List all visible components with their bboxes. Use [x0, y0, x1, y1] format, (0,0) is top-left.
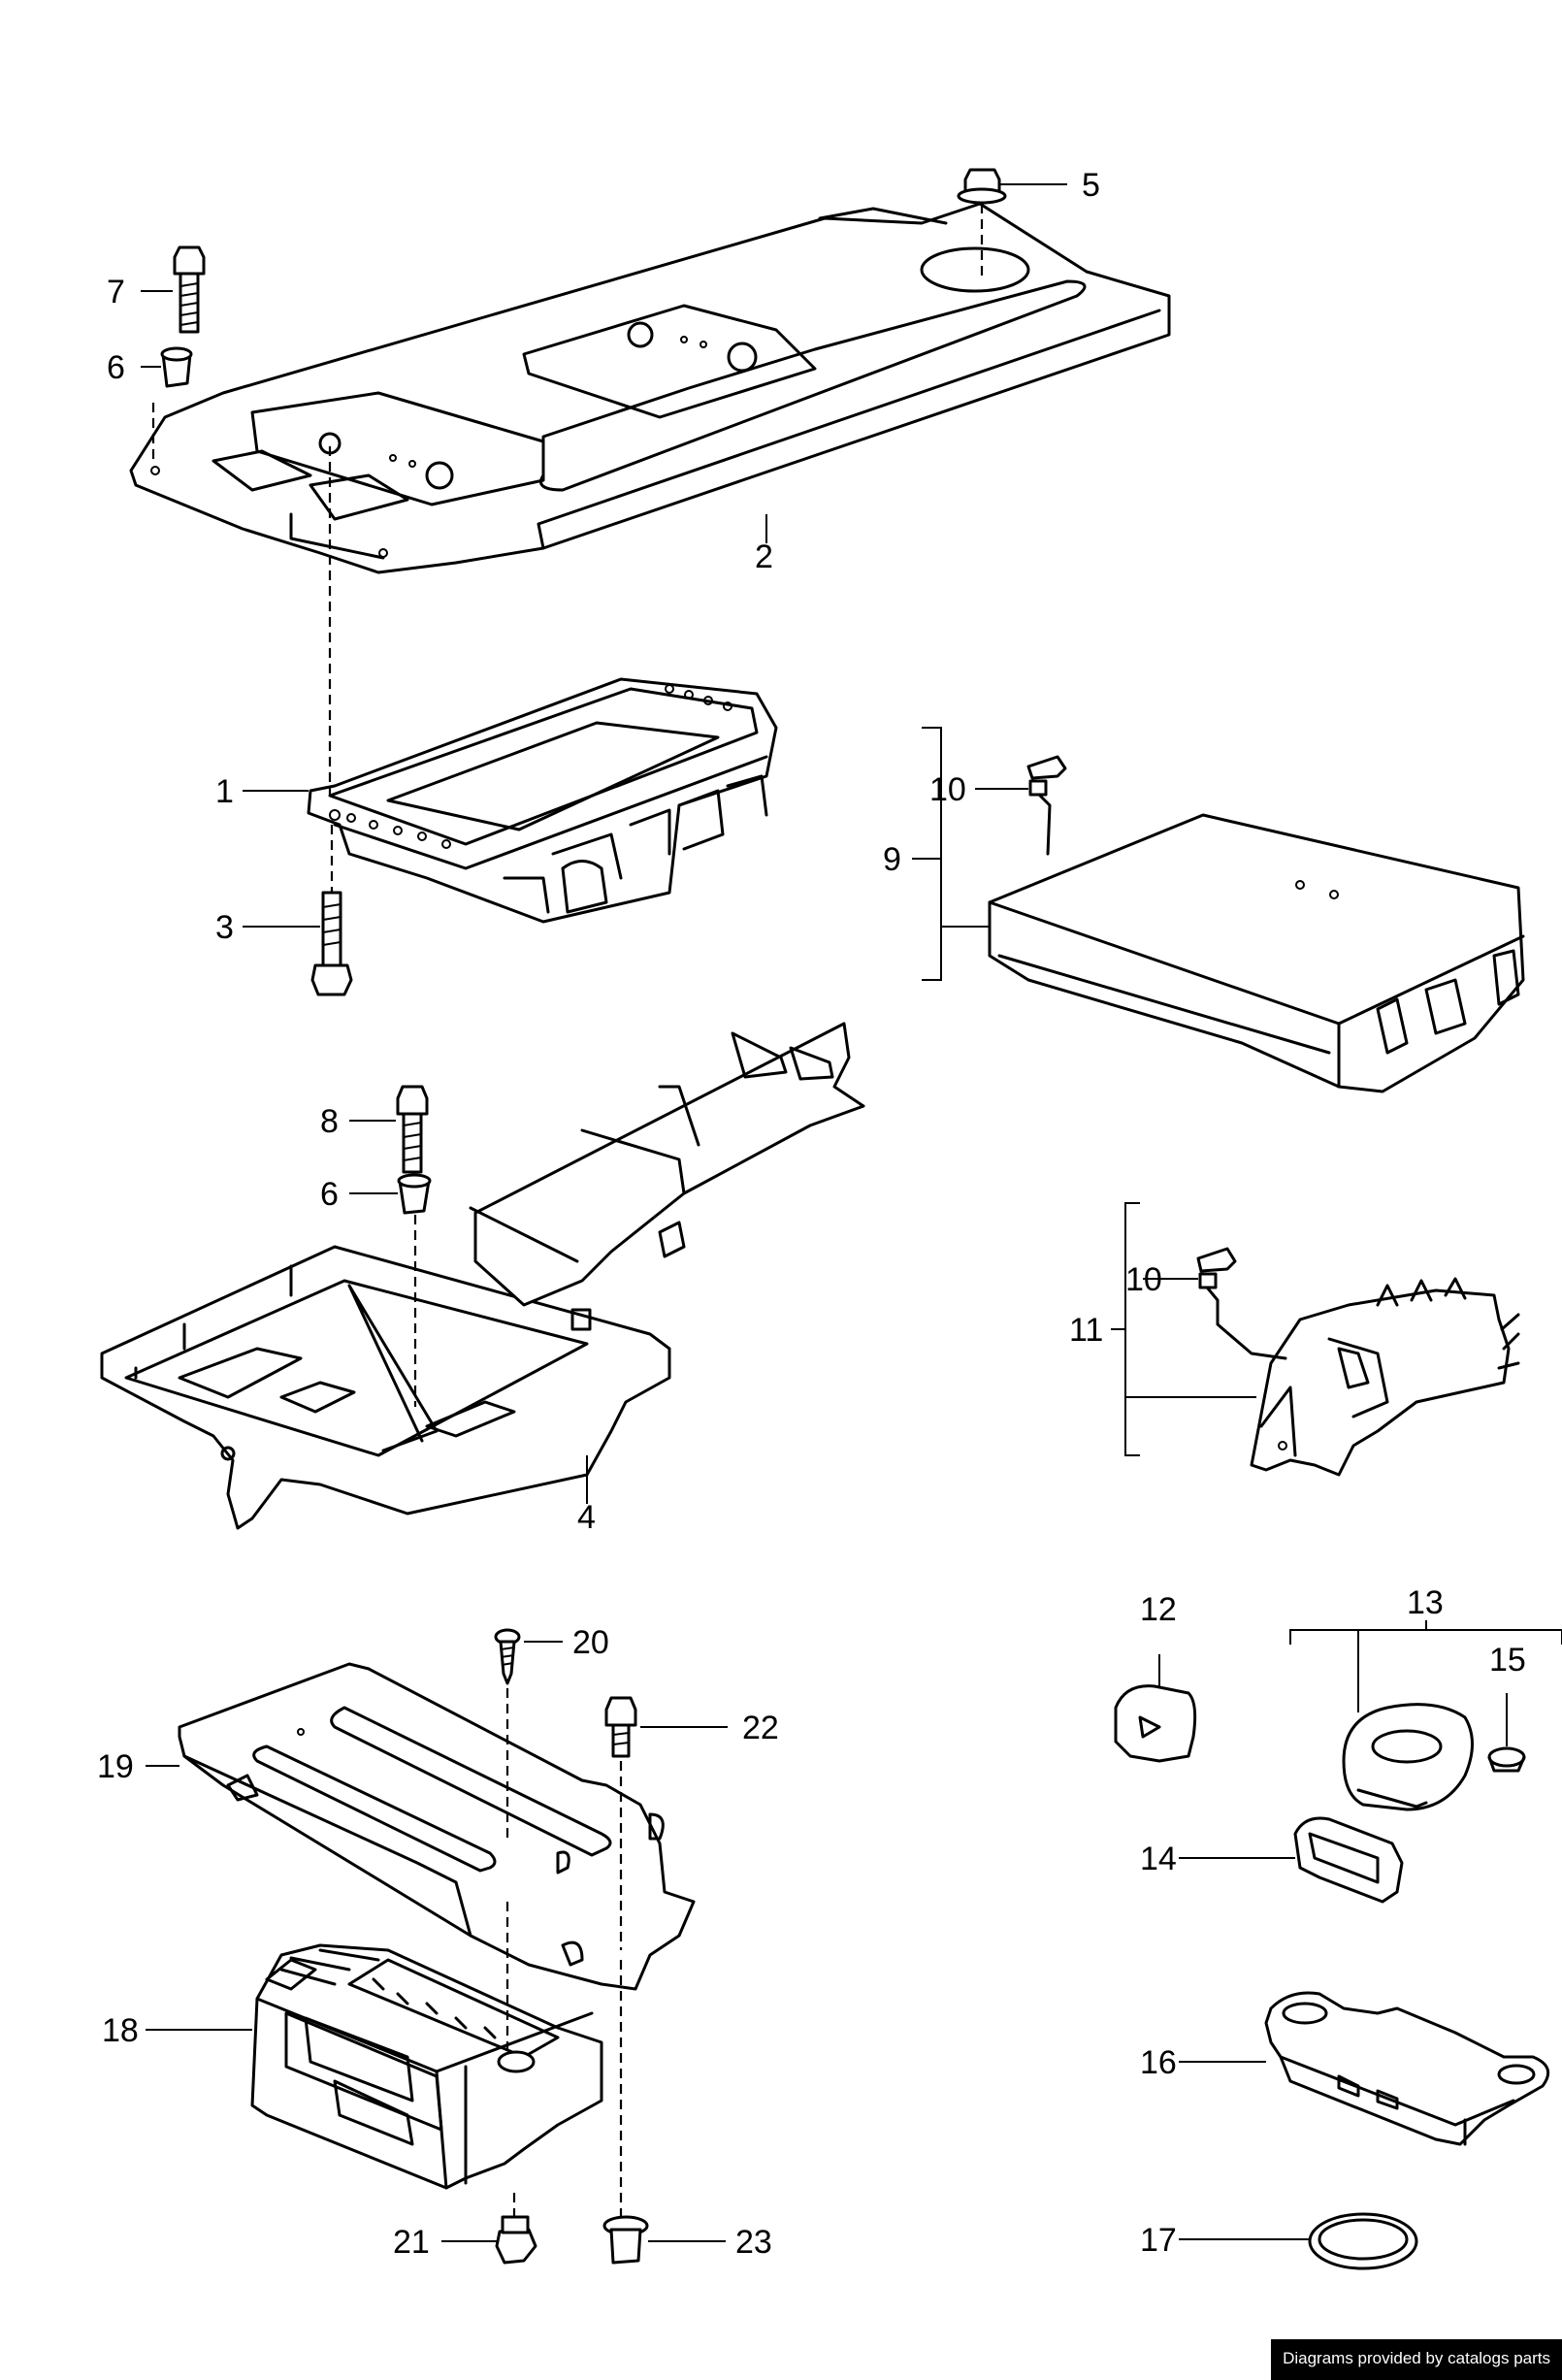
- leader-lines: [141, 183, 1562, 2242]
- callout-labels: 2 5 7 6 1 3 9 10 8 6 4 10 11 12 13 15 14…: [97, 167, 1526, 2261]
- key-fob-button-part: [1114, 1684, 1197, 1763]
- callout-10-lower: 10: [1125, 1261, 1162, 1298]
- key-housing-part: [1293, 1816, 1404, 1904]
- callout-7: 7: [107, 274, 125, 310]
- callout-3: 3: [215, 909, 234, 946]
- immobilizer-part: [1264, 1991, 1550, 2146]
- callout-15: 15: [1489, 1642, 1526, 1679]
- assembly-lines: [151, 204, 984, 2222]
- clip-nut-part: [495, 2215, 537, 2265]
- callout-2: 2: [755, 538, 773, 575]
- bolt-part: [396, 1085, 429, 1174]
- control-module-part: [988, 813, 1525, 1093]
- connector-part: [1026, 755, 1067, 856]
- diagram-credit-badge: Diagrams provided by catalogs parts: [1271, 2339, 1562, 2380]
- electronic-unit-part: [250, 1943, 603, 2190]
- callout-20: 20: [572, 1624, 609, 1661]
- callout-23: 23: [735, 2224, 772, 2261]
- callout-10-upper: 10: [929, 771, 966, 808]
- callout-6-top: 6: [107, 349, 125, 386]
- callout-11: 11: [1069, 1312, 1103, 1349]
- bracket-module-part: [1250, 1277, 1520, 1477]
- callout-21: 21: [393, 2224, 430, 2261]
- screw-part: [494, 1628, 521, 1685]
- control-unit-part: [307, 677, 778, 924]
- callout-1: 1: [215, 773, 234, 810]
- callout-18: 18: [102, 2012, 139, 2049]
- callout-6-lower: 6: [320, 1176, 339, 1213]
- bracket-tray-part: [100, 1022, 865, 1530]
- callout-12: 12: [1140, 1591, 1177, 1628]
- sleeve-nut-part: [160, 346, 193, 388]
- retaining-ring-part: [1308, 2212, 1418, 2270]
- cover-plate-part: [178, 1662, 696, 1991]
- callout-9: 9: [883, 841, 901, 878]
- sleeve-nut-part: [602, 2215, 649, 2265]
- callout-19: 19: [97, 1748, 134, 1785]
- callout-22: 22: [742, 1710, 779, 1746]
- callout-4: 4: [577, 1499, 596, 1536]
- sleeve-nut-part: [397, 1173, 432, 1215]
- flange-nut-part: [957, 168, 1007, 205]
- bolt-part: [310, 891, 353, 996]
- callout-14: 14: [1140, 1841, 1177, 1877]
- mounting-plate-part: [129, 202, 1171, 574]
- remote-key-part: [1342, 1703, 1474, 1811]
- callout-5: 5: [1082, 167, 1100, 204]
- connector-part: [1196, 1247, 1287, 1360]
- bolt-part: [173, 245, 206, 334]
- callout-16: 16: [1140, 2044, 1177, 2081]
- callout-8: 8: [320, 1103, 339, 1140]
- callout-17: 17: [1140, 2222, 1177, 2259]
- callout-13: 13: [1407, 1584, 1444, 1621]
- cap-part: [1487, 1746, 1526, 1773]
- bolt-part: [604, 1696, 637, 1758]
